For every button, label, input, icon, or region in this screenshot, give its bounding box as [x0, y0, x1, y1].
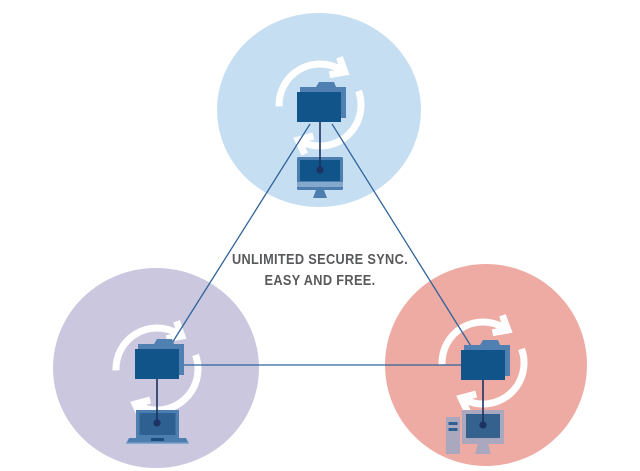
folder-icon [135, 339, 184, 379]
headline-line-1: UNLIMITED SECURE SYNC. [231, 251, 409, 268]
connection-dot [479, 421, 487, 429]
headline-line-2: EASY AND FREE. [264, 272, 376, 289]
sync-link-line-top-left [166, 123, 311, 352]
connection-dot [153, 419, 161, 427]
folder-icon [461, 340, 510, 380]
page-title: UNLIMITED SECURE SYNC. EASY AND FREE. [48, 249, 592, 291]
sync-link-line-top-right [331, 123, 475, 352]
folder-icon [297, 82, 346, 122]
connection-dot [316, 166, 324, 174]
